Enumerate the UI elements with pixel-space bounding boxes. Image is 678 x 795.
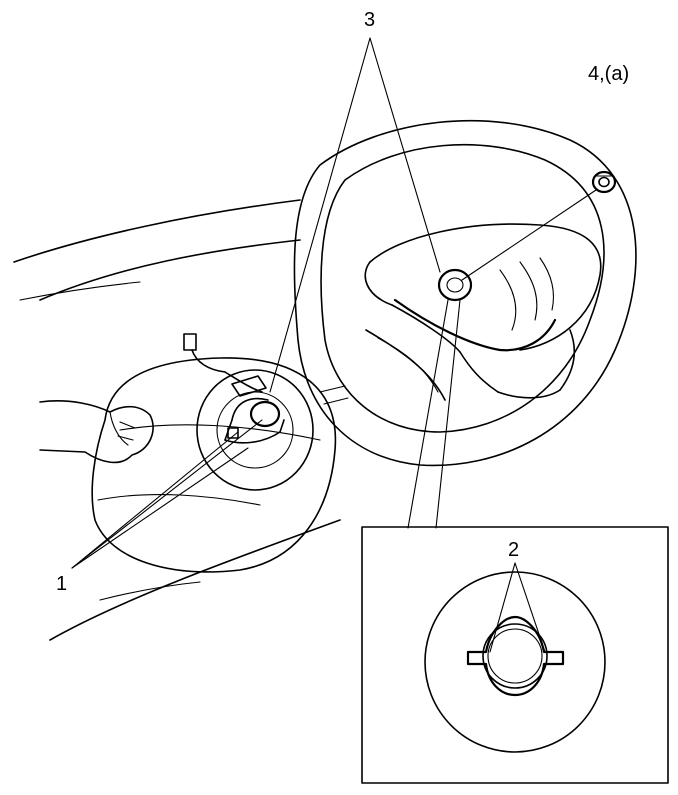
callout-4a: 4,(a) [588, 63, 629, 85]
callout-2: 2 [508, 539, 519, 561]
nut-icon [591, 170, 617, 194]
detail-inset [361, 526, 669, 784]
leader-lines [71, 37, 597, 653]
callout-3: 3 [364, 9, 375, 31]
dashboard [13, 199, 349, 641]
clock-spring-connector [183, 333, 267, 397]
callout-1: 1 [56, 573, 67, 595]
column-cover [91, 357, 337, 573]
hand-icon [39, 400, 154, 464]
steering-wheel [293, 119, 637, 467]
steering-shaft [224, 397, 285, 444]
